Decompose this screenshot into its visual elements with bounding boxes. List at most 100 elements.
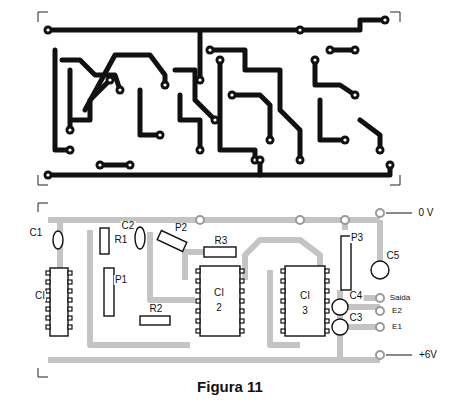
ic-pin [196, 269, 200, 273]
copper-pad [44, 26, 53, 35]
ic-pin [240, 309, 244, 313]
ic-pin [325, 319, 329, 323]
board-frame [38, 12, 400, 185]
part-label: C3 [349, 313, 364, 323]
ic-pin [68, 307, 72, 311]
part-label: C5 [386, 251, 401, 261]
terminal-pad [376, 323, 384, 331]
ic-pin [68, 271, 72, 275]
terminal-pad [296, 216, 304, 224]
copper-pad [256, 156, 265, 165]
ic-body [285, 266, 325, 336]
figure-caption: Figura 11 [196, 379, 264, 394]
part-label: R1 [114, 235, 129, 245]
ic-pin [46, 271, 50, 275]
copper-pad [296, 26, 305, 35]
part-label: CI [213, 288, 225, 298]
ic-pin [68, 325, 72, 329]
resistor-symbol [140, 316, 170, 325]
part-label: P3 [350, 233, 364, 243]
part-label: 0 V [417, 208, 434, 218]
copper-pad [376, 146, 385, 155]
copper-pad [106, 76, 115, 85]
grey-traces [48, 220, 380, 360]
copper-pad [381, 16, 390, 25]
ic-pin [68, 289, 72, 293]
ic-pin [240, 319, 244, 323]
ic-pin [240, 269, 244, 273]
ic-pin [281, 309, 285, 313]
ic-pin [46, 316, 50, 320]
part-label: +6V [418, 350, 438, 360]
copper-pad [156, 131, 165, 140]
part-label: R3 [214, 236, 229, 246]
resistor-symbol [100, 228, 109, 254]
electrolytic-capacitor [332, 319, 348, 335]
copper-pad [341, 136, 350, 145]
trimmer-symbol [104, 268, 114, 316]
capacitor-symbol [53, 231, 63, 249]
part-label: 3 [301, 306, 309, 316]
part-label: CI [299, 291, 311, 301]
ic-pin [46, 280, 50, 284]
copper-traces [48, 20, 390, 175]
ic-pins [46, 269, 329, 333]
ic-pin [196, 279, 200, 283]
components [50, 227, 389, 336]
ic-pin [196, 309, 200, 313]
ic-pin [240, 299, 244, 303]
copper-pad [66, 146, 75, 155]
ic-pin [281, 279, 285, 283]
copper-pads [44, 16, 395, 180]
copper-pad [196, 76, 205, 85]
copper-pad [228, 91, 237, 100]
ic-pin [68, 280, 72, 284]
trimmer-symbol [341, 236, 351, 290]
ic-pin [68, 298, 72, 302]
copper-pad [351, 91, 360, 100]
part-label: C4 [349, 291, 364, 301]
terminal-leads [386, 213, 412, 355]
ic-pin [196, 329, 200, 333]
ic-pin [196, 289, 200, 293]
copper-pad [161, 81, 170, 90]
ic-pin [281, 269, 285, 273]
copper-pad [216, 56, 225, 65]
terminal-pads [196, 209, 384, 359]
ic-body [200, 266, 240, 336]
ic-pin [240, 289, 244, 293]
copper-pad [206, 46, 215, 55]
resistor-symbol [204, 247, 236, 257]
part-label: CI [34, 291, 46, 301]
ic-pin [325, 309, 329, 313]
part-label: P2 [174, 223, 188, 233]
ic-pin [325, 279, 329, 283]
part-label: Saida [389, 294, 411, 302]
trimmer-symbol [157, 231, 187, 252]
copper-pad [126, 161, 135, 170]
ic-pin [46, 298, 50, 302]
part-label: C1 [29, 228, 44, 238]
copper-pad [66, 126, 75, 135]
electrolytic-capacitor [332, 299, 348, 315]
ic-pin [281, 319, 285, 323]
part-label: C2 [121, 221, 136, 231]
copper-pad [211, 116, 220, 125]
part-label: P1 [114, 275, 128, 285]
part-label: 2 [215, 303, 223, 313]
terminal-pad [341, 216, 349, 224]
terminal-pad [196, 216, 204, 224]
ic-pin [68, 316, 72, 320]
ic-pin [240, 279, 244, 283]
ic-pin [281, 329, 285, 333]
copper-pad [266, 136, 275, 145]
capacitor-symbol [135, 227, 145, 249]
ic-pin [46, 325, 50, 329]
ic-pin [325, 269, 329, 273]
copper-pad [44, 171, 53, 180]
electrolytic-capacitor [371, 261, 389, 279]
ic-pin [325, 329, 329, 333]
part-label: E2 [391, 307, 403, 315]
part-label: R2 [149, 304, 164, 314]
